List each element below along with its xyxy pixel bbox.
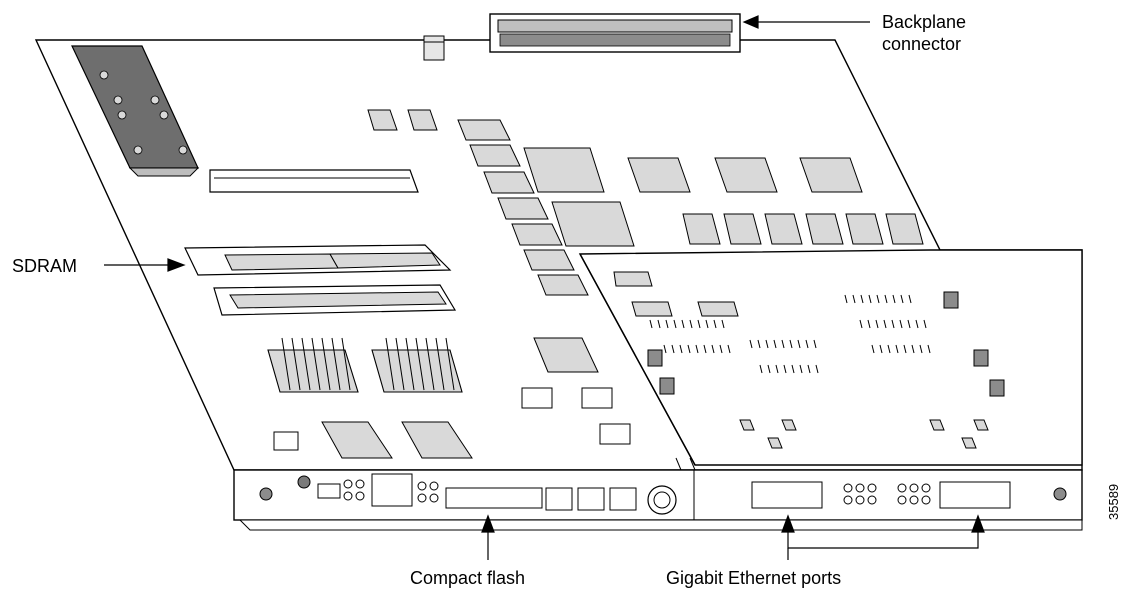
- callout-lines: [104, 15, 985, 560]
- backplane-label-line1: Backplane: [882, 12, 966, 32]
- main-board-chips: [321, 109, 924, 459]
- backplane-arrowhead: [742, 15, 759, 29]
- heatsink-left: [267, 337, 359, 393]
- daughter-card-tick-rows: [649, 294, 931, 374]
- compact-flash-label: Compact flash: [410, 568, 525, 588]
- card-slot: [209, 169, 419, 193]
- heatsink-right: [371, 337, 463, 393]
- sdram-module-1: [184, 244, 452, 276]
- main-board-small-parts: [273, 387, 631, 451]
- backplane-connector: [489, 13, 741, 53]
- gigabit-arrowhead-left: [781, 514, 795, 533]
- daughter-card-chips: [613, 271, 989, 449]
- daughter-card-clips: [647, 291, 1005, 397]
- front-panel: [233, 469, 1083, 531]
- compact-flash-arrowhead: [481, 514, 495, 533]
- sdram-module-2: [213, 284, 457, 316]
- heatsink-top-left: [71, 45, 200, 177]
- sdram-arrowhead: [167, 258, 186, 272]
- gigabit-arrowhead-right: [971, 514, 985, 533]
- gigabit-ethernet-label: Gigabit Ethernet ports: [666, 568, 841, 588]
- sdram-label: SDRAM: [12, 256, 77, 276]
- backplane-label-line2: connector: [882, 34, 961, 54]
- gigabit-bracket: [787, 532, 979, 549]
- small-connector: [423, 35, 445, 61]
- figure-id-label: 35589: [1106, 484, 1121, 520]
